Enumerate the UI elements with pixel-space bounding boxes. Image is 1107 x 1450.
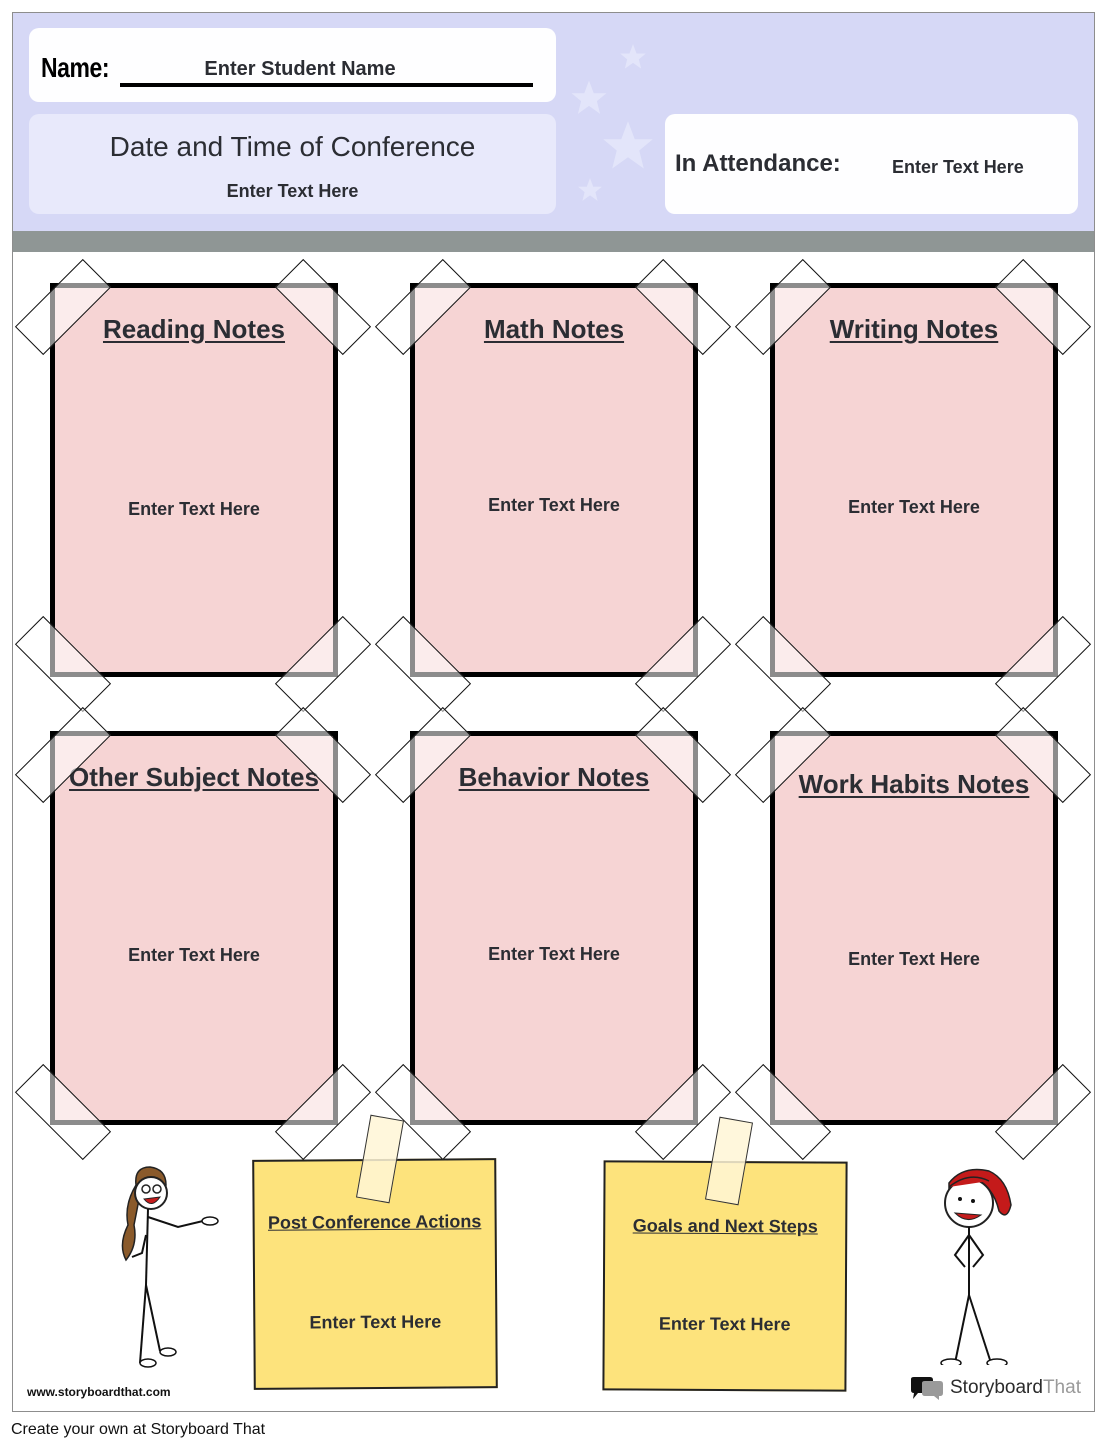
name-label: Name: [41,52,110,83]
student-name-box: Name: Enter Student Name [29,28,556,102]
card-title: Writing Notes [829,314,999,344]
logo-word-storyboard: Storyboard [950,1377,1043,1398]
card-writing-notes: Writing Notes Enter Text Here [770,283,1058,677]
card-text-field[interactable]: Enter Text Here [848,497,980,517]
card-math-notes: Math Notes Enter Text Here [410,283,698,677]
footer-create-link[interactable]: Create your own at Storyboard That [11,1421,266,1438]
card-reading-notes: Reading Notes Enter Text Here [50,283,338,677]
attendance-field[interactable]: Enter Text Here [892,157,1024,177]
star-icon [578,178,602,201]
card-text-field[interactable]: Enter Text Here [488,944,620,964]
student-figure [940,1168,1012,1365]
card-text-field[interactable]: Enter Text Here [848,949,980,969]
attendance-box: In Attendance: Enter Text Here [665,114,1078,214]
sticky-text-field[interactable]: Enter Text Here [658,1313,791,1335]
star-icon [620,44,646,69]
card-title: Math Notes [483,314,625,344]
storyboardthat-url[interactable]: www.storyboardthat.com [27,1385,171,1399]
sticky-text-field[interactable]: Enter Text Here [309,1311,442,1333]
card-other-subject-notes: Other Subject Notes Enter Text Here [50,731,338,1125]
star-icon [603,121,653,169]
card-behavior-notes: Behavior Notes Enter Text Here [410,731,698,1125]
conference-date-field[interactable]: Enter Text Here [226,181,359,201]
card-text-field[interactable]: Enter Text Here [128,945,260,965]
sticky-title: Post Conference Actions [267,1211,482,1233]
header-panel: Name: Enter Student Name Date and Time o… [13,13,1094,231]
storyboardthat-logo-icon [911,1377,943,1400]
conference-date-title: Date and Time of Conference [109,131,476,162]
sticky-title: Goals and Next Steps [632,1215,818,1237]
card-text-field[interactable]: Enter Text Here [128,499,260,519]
teacher-figure [121,1166,219,1368]
header-divider-bar [13,231,1094,252]
worksheet-page: Name: Enter Student Name Date and Time o… [12,12,1095,1412]
card-work-habits-notes: Work Habits Notes Enter Text Here [770,731,1058,1125]
star-icon [571,80,607,114]
name-underline [120,83,533,87]
attendance-label: In Attendance: [675,150,841,177]
card-title: Other Subject Notes [69,762,319,792]
logo-word-that: That [1042,1377,1081,1398]
card-title: Behavior Notes [458,762,650,792]
conference-date-box: Date and Time of Conference Enter Text H… [29,114,556,214]
student-name-field[interactable]: Enter Student Name [204,58,396,80]
card-title: Reading Notes [102,314,286,344]
card-text-field[interactable]: Enter Text Here [488,495,620,515]
card-title: Work Habits Notes [798,769,1030,799]
